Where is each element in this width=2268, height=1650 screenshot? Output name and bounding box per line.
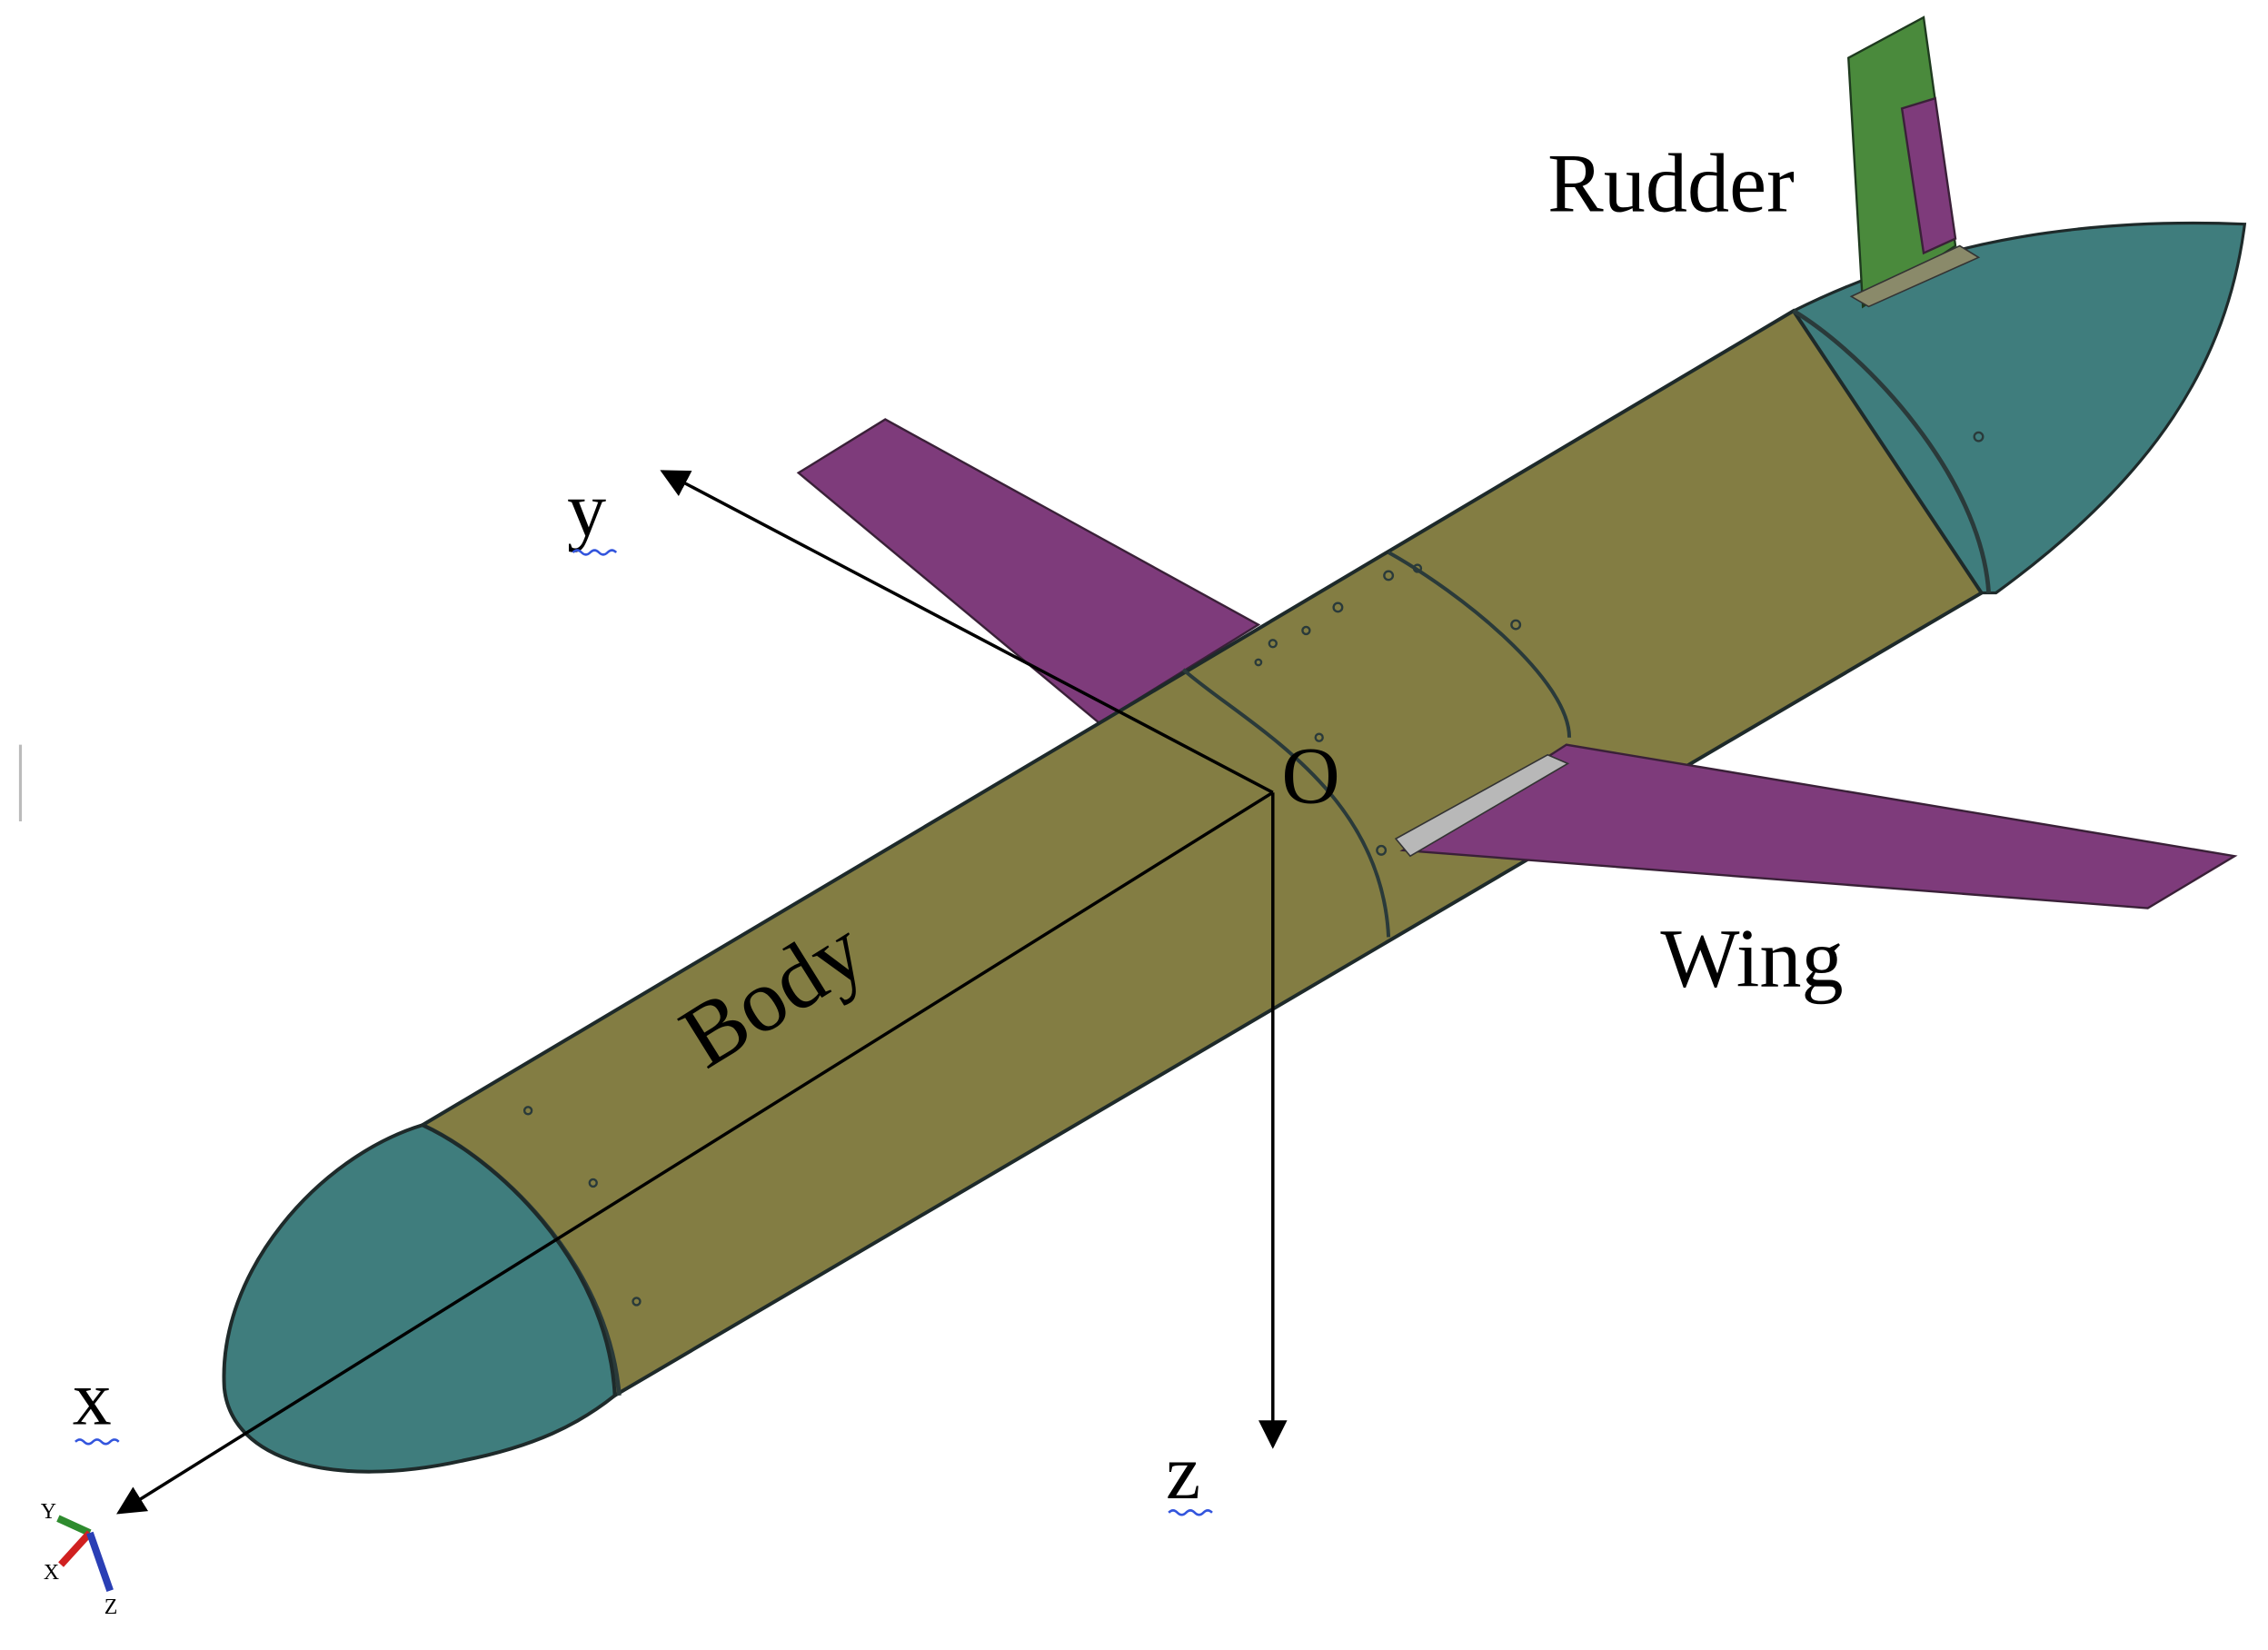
- triad-x-axis: [58, 1530, 93, 1567]
- label-x-axis: x: [73, 1355, 112, 1442]
- label-wing: Wing: [1660, 911, 1843, 1004]
- squiggle-y: [572, 549, 618, 556]
- body-seam-1: [1181, 668, 1391, 938]
- label-origin: O: [1281, 731, 1339, 820]
- squiggle-x: [75, 1438, 120, 1446]
- rudder-flap: [1900, 96, 1957, 255]
- body-seam-3: [1792, 309, 1992, 593]
- label-z-axis: z: [1166, 1428, 1200, 1516]
- rivets: [522, 431, 1984, 1307]
- orientation-triad: Y X Z: [41, 1500, 118, 1619]
- triad-y-axis: [56, 1515, 92, 1536]
- triad-z-axis: [86, 1531, 114, 1593]
- triad-label-y: Y: [41, 1500, 56, 1524]
- triad-label-x: X: [44, 1561, 59, 1585]
- y-axis-arrow: [660, 470, 1274, 794]
- triad-label-z: Z: [104, 1595, 118, 1619]
- rudder-base: [1849, 244, 1981, 308]
- label-rudder: Rudder: [1547, 136, 1795, 229]
- wing-left: [796, 418, 1261, 725]
- squiggle-z: [1168, 1509, 1213, 1516]
- x-axis-arrow: [116, 790, 1274, 1515]
- body-seam-2: [1388, 551, 1572, 738]
- wing-root-fairing: [1394, 753, 1570, 858]
- label-y-axis: y: [567, 465, 606, 552]
